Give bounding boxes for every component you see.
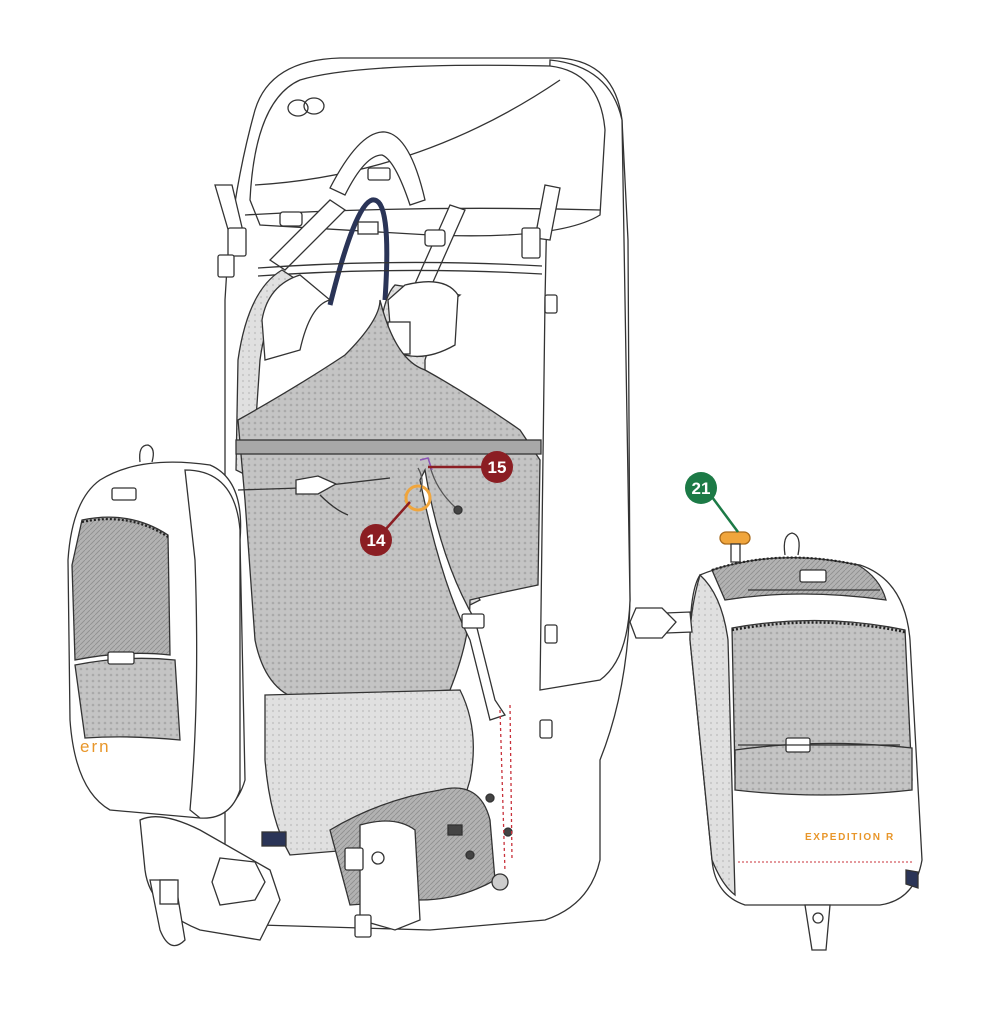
shoulder-strap-right-buckle[interactable] (461, 613, 485, 629)
red-guide-line (499, 704, 513, 873)
hydration-ring[interactable] (404, 484, 432, 512)
sternum-strap (237, 477, 391, 491)
load-lifter-left (268, 199, 347, 271)
zipper-tag-black (447, 824, 463, 836)
day-pack: EXPEDITION R (629, 531, 923, 951)
callout-14-badge (360, 524, 392, 556)
day-pack-grab-handle-stem (730, 543, 741, 563)
load-lifter-buckle-left[interactable] (279, 211, 303, 227)
callout-21: 21 (685, 472, 740, 533)
compression-strap-right (534, 184, 561, 241)
compression-buckle-left[interactable] (227, 227, 247, 257)
hip-belt-tab-1 (344, 847, 364, 871)
compression-buckle-left-2[interactable] (217, 254, 235, 278)
hip-belt-tab-2 (354, 914, 372, 938)
day-pack-front-zipper (731, 621, 906, 634)
haul-loop-clip (367, 167, 391, 181)
side-pocket-back (184, 469, 241, 819)
day-pack-buckle-top[interactable] (799, 569, 827, 583)
zipper-pull-3[interactable] (465, 850, 475, 860)
load-lifter-buckle-right[interactable] (424, 229, 446, 247)
side-pocket-buckle-mid[interactable] (107, 651, 135, 665)
hose-end (453, 505, 463, 515)
zipper-pull-2[interactable] (503, 827, 513, 837)
day-pack-grab-handle[interactable] (719, 531, 751, 545)
callout-21-label: 21 (692, 479, 711, 498)
shoulder-strap-right-lower (419, 467, 507, 721)
haul-loop[interactable] (329, 131, 426, 206)
side-tab-right-2 (544, 624, 558, 644)
sternum-band (235, 439, 542, 455)
hip-belt-rivet (371, 851, 385, 865)
side-tab-right-1 (544, 294, 558, 314)
callout-14-label: 14 (367, 531, 386, 550)
day-pack-zipper-top (711, 556, 859, 572)
day-pack-lower-mesh (734, 742, 913, 796)
side-pocket-buckle-top[interactable] (111, 487, 137, 501)
side-pocket-logo: ern (80, 737, 111, 756)
day-pack-bottom-tab (804, 904, 831, 951)
callout-15-label: 15 (488, 458, 507, 477)
day-pack-brand-label: EXPEDITION R (805, 832, 895, 843)
compression-buckle-right[interactable] (521, 227, 541, 259)
day-pack-zipper-pull[interactable] (905, 869, 919, 889)
side-pocket-mesh-top (71, 516, 171, 661)
zipper-pull-1[interactable] (485, 793, 495, 803)
hip-belt-left-buckle[interactable] (211, 857, 266, 906)
sternum-buckle[interactable] (295, 475, 338, 495)
callout-21-badge (685, 472, 717, 504)
zipper-pulls (447, 793, 513, 860)
sternum-strap-tail (319, 494, 349, 516)
hip-belt-navy-tab (261, 831, 287, 847)
back-panel-top-edge (257, 261, 543, 269)
side-pocket: ern (67, 444, 246, 819)
navy-strap-clip (357, 221, 379, 235)
callout-15-badge (481, 451, 513, 483)
navy-strap (327, 197, 390, 306)
day-pack-hang-loop (783, 532, 800, 556)
day-pack-top-mesh (711, 556, 887, 601)
shoulder-strap-left-pad (261, 274, 332, 361)
day-pack-bottom-tab-hole (812, 912, 824, 924)
lid-ring-right (303, 97, 325, 115)
lid-seam (254, 79, 561, 186)
hydration-hose-clip (417, 465, 457, 509)
callout-14-leader (384, 501, 411, 531)
side-pocket-zipper (81, 518, 169, 538)
side-tab-right-3 (539, 719, 553, 739)
hip-strap-clip-left (159, 879, 179, 905)
side-pocket-mesh-bottom (74, 657, 181, 741)
callout-15: 15 (428, 451, 513, 483)
day-pack-side-left (689, 573, 736, 897)
day-pack-side-buckle[interactable] (629, 607, 677, 639)
callout-21-leader (710, 496, 740, 533)
hip-belt-right-wing (359, 820, 421, 931)
lid-ring-left (287, 99, 309, 117)
main-pack (139, 57, 631, 947)
callout-14: 14 (360, 501, 411, 556)
back-panel-top-edge-2 (257, 269, 543, 277)
bottle-loop (491, 873, 509, 891)
side-pocket-hang-loop (139, 444, 154, 463)
